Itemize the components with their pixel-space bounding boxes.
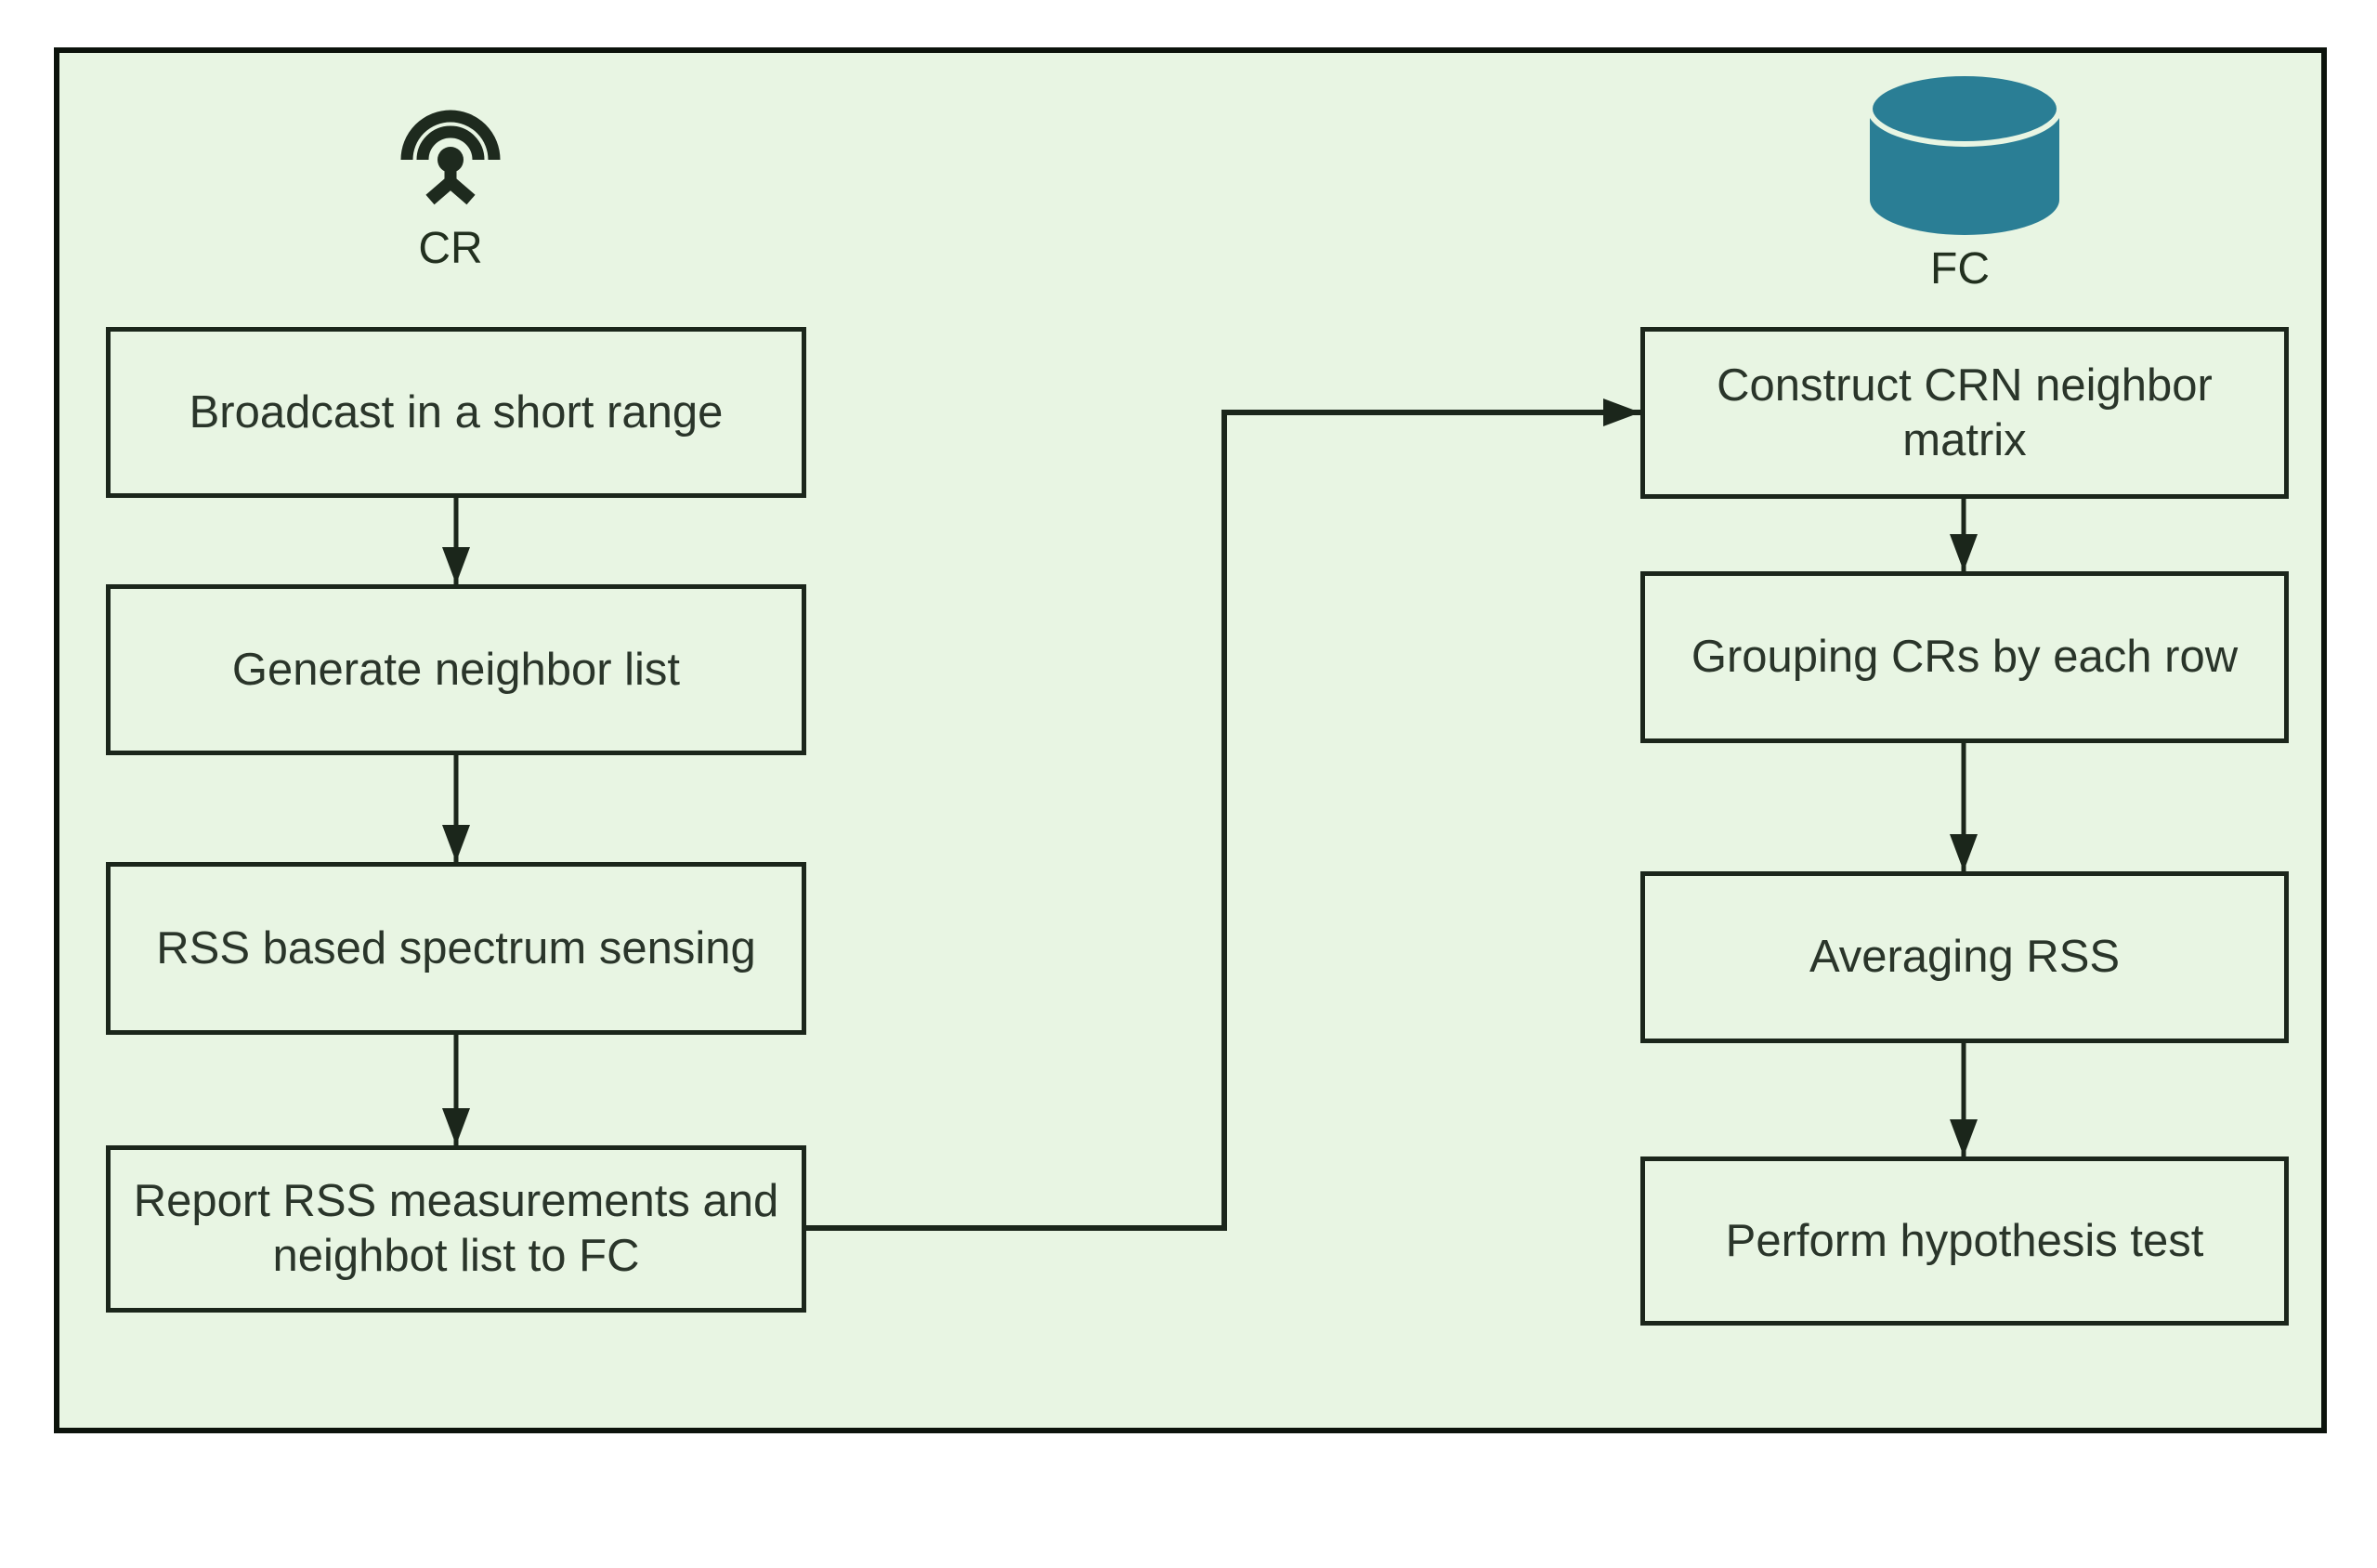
actor-label-cr: CR: [418, 224, 483, 273]
step-label: Grouping CRs by each row: [1691, 632, 2239, 683]
step-label: RSS based spectrum sensing: [156, 922, 756, 973]
step-label: Generate neighbor list: [231, 644, 681, 695]
step-label: Construct CRN neighbor matrix: [1717, 359, 2213, 465]
step-label: Averaging RSS: [1809, 932, 2121, 983]
step-broadcast-short-range: Broadcast in a short range: [106, 327, 806, 498]
step-generate-neighbor-list: Generate neighbor list: [106, 584, 806, 755]
step-grouping-crs: Grouping CRs by each row: [1640, 571, 2289, 743]
actor-label-fc: FC: [1930, 244, 1990, 294]
step-rss-spectrum-sensing: RSS based spectrum sensing: [106, 862, 806, 1035]
step-construct-crn-matrix: Construct CRN neighbor matrix: [1640, 327, 2289, 499]
step-report-rss-to-fc: Report RSS measurements and neighbot lis…: [106, 1145, 806, 1313]
step-perform-hypothesis-test: Perform hypothesis test: [1640, 1156, 2289, 1326]
step-label: Perform hypothesis test: [1725, 1215, 2204, 1266]
step-label: Report RSS measurements and neighbot lis…: [133, 1176, 779, 1281]
step-averaging-rss: Averaging RSS: [1640, 871, 2289, 1043]
step-label: Broadcast in a short range: [189, 386, 724, 438]
